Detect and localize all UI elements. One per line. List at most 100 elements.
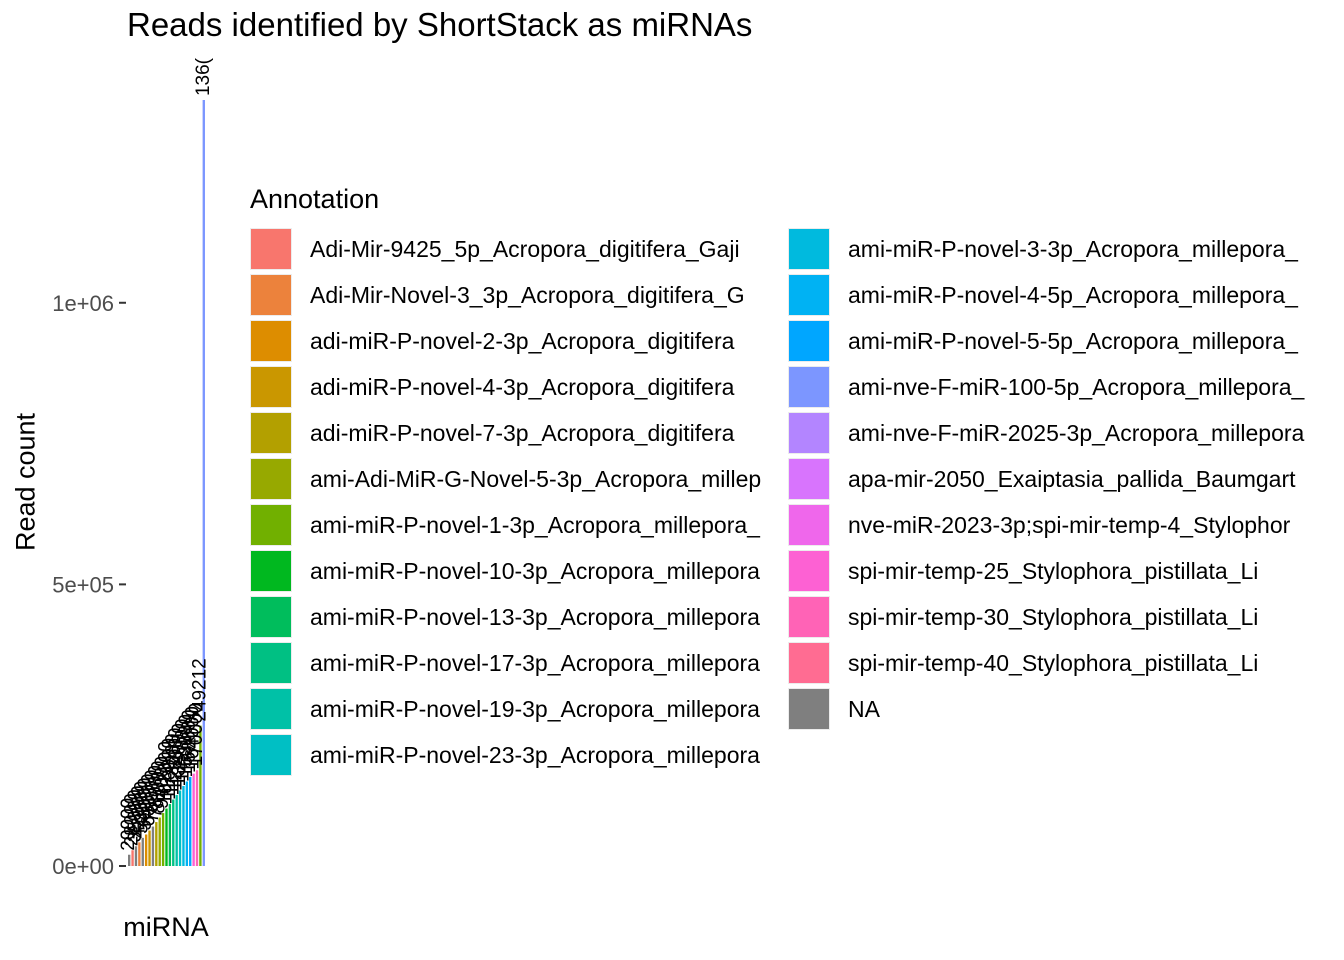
legend-label: adi-miR-P-novel-2-3p_Acropora_digitifera (310, 327, 735, 354)
bar-value-label: 170000 (186, 703, 207, 766)
legend-label: Adi-Mir-9425_5p_Acropora_digitifera_Gaji (310, 235, 740, 262)
x-axis-label: miRNA (123, 912, 209, 942)
legend-item: spi-mir-temp-25_Stylophora_pistillata_Li (788, 548, 1326, 594)
bar-value-label: 136( (193, 57, 214, 96)
legend-label: spi-mir-temp-40_Stylophora_pistillata_Li (848, 649, 1259, 676)
bar-value-label: 42000 (128, 786, 149, 839)
bar (128, 854, 131, 866)
bar (199, 725, 202, 866)
bar (182, 786, 185, 866)
bar-value-label: 150000 (176, 714, 197, 777)
legend-item: ami-miR-P-novel-10-3p_Acropora_millepora (250, 548, 788, 594)
legend-item: spi-mir-temp-30_Stylophora_pistillata_Li (788, 594, 1326, 640)
legend-label: ami-miR-P-novel-10-3p_Acropora_millepora (310, 557, 760, 584)
legend-label: Adi-Mir-Novel-3_3p_Acropora_digitifera_G (310, 281, 745, 308)
bar (158, 817, 161, 866)
legend-label: ami-nve-F-miR-2025-3p_Acropora_millepora (848, 419, 1305, 446)
legend-label: spi-mir-temp-30_Stylophora_pistillata_Li (848, 603, 1259, 630)
legend-item: ami-miR-P-novel-4-5p_Acropora_millepora_ (788, 272, 1326, 318)
bar (189, 777, 192, 866)
bar-value-label: 20000 (118, 798, 139, 851)
legend-columns: Adi-Mir-9425_5p_Acropora_digitifera_Gaji… (250, 226, 1326, 778)
bar (151, 826, 155, 866)
legend-label: ami-miR-P-novel-17-3p_Acropora_millepora (310, 649, 760, 676)
legend-title: Annotation (250, 184, 380, 214)
legend-swatch (250, 734, 292, 776)
bar-value-label: 164000 (183, 706, 204, 769)
bar-value-label: 78000 (145, 765, 166, 818)
bar-value-label: 56000 (135, 778, 156, 831)
legend-swatch (250, 688, 292, 730)
legend-swatch (250, 366, 292, 408)
legend-label: ami-miR-P-novel-3-3p_Acropora_millepora_ (848, 235, 1298, 262)
legend-item: ami-miR-P-novel-17-3p_Acropora_millepora (250, 640, 788, 686)
legend-swatch (250, 550, 292, 592)
bar (175, 795, 178, 866)
bar (202, 100, 205, 866)
bar (134, 846, 138, 866)
legend-item: ami-miR-P-novel-5-5p_Acropora_millepora_ (788, 318, 1326, 364)
y-tick-label: 0e+00 (52, 854, 114, 879)
bar (138, 842, 141, 866)
bar (144, 834, 148, 866)
bar (131, 850, 134, 866)
legend-item: ami-nve-F-miR-2025-3p_Acropora_millepora (788, 410, 1326, 456)
legend-item: ami-Adi-MiR-G-Novel-5-3p_Acropora_millep (250, 456, 788, 502)
bar-value-label: 110000 (159, 738, 180, 800)
legend-label: spi-mir-temp-25_Stylophora_pistillata_Li (848, 557, 1259, 584)
chart-title: Reads identified by ShortStack as miRNAs (127, 6, 753, 43)
bar (178, 790, 182, 866)
legend-item: spi-mir-temp-40_Stylophora_pistillata_Li (788, 640, 1326, 686)
legend-label: ami-nve-F-miR-100-5p_Acropora_millepora_ (848, 373, 1305, 400)
y-tick-label: 1e+06 (52, 291, 114, 316)
legend-label: ami-Adi-MiR-G-Novel-5-3p_Acropora_millep (310, 465, 762, 492)
legend-swatch (788, 596, 830, 638)
legend-label: ami-miR-P-novel-1-3p_Acropora_millepora_ (310, 511, 760, 538)
bar-value-label: 50000 (132, 781, 153, 834)
bar-value-label: 118000 (162, 734, 183, 796)
bar-value-label: 158000 (179, 710, 200, 773)
bar-value-label: 126000 (166, 728, 187, 791)
legend-label: ami-miR-P-novel-23-3p_Acropora_millepora (310, 741, 760, 768)
bar-value-label: 134000 (169, 723, 190, 786)
bar (148, 830, 151, 866)
legend-item: adi-miR-P-novel-4-3p_Acropora_digitifera (250, 364, 788, 410)
legend-swatch (788, 688, 830, 730)
legend-swatch (788, 458, 830, 500)
bar (155, 822, 158, 866)
bar-value-label: 28000 (122, 793, 143, 846)
legend-item: Adi-Mir-9425_5p_Acropora_digitifera_Gaji (250, 226, 788, 272)
legend-swatch (250, 596, 292, 638)
bar (192, 773, 195, 866)
legend-column-1: Adi-Mir-9425_5p_Acropora_digitifera_Gaji… (250, 226, 788, 778)
legend-item: Adi-Mir-Novel-3_3p_Acropora_digitifera_G (250, 272, 788, 318)
bar-value-labels: 2000028000350004200050000560006300070000… (118, 57, 214, 850)
bar-value-label: 86000 (149, 761, 170, 814)
legend-swatch (250, 642, 292, 684)
legend-label: adi-miR-P-novel-7-3p_Acropora_digitifera (310, 419, 735, 446)
legend-item: ami-nve-F-miR-100-5p_Acropora_millepora_ (788, 364, 1326, 410)
legend-swatch (250, 458, 292, 500)
legend-swatch (788, 228, 830, 270)
legend-swatch (250, 228, 292, 270)
legend-item: ami-miR-P-novel-1-3p_Acropora_millepora_ (250, 502, 788, 548)
legend-item: adi-miR-P-novel-7-3p_Acropora_digitifera (250, 410, 788, 456)
legend-column-2: ami-miR-P-novel-3-3p_Acropora_millepora_… (788, 226, 1326, 778)
legend-swatch (788, 412, 830, 454)
bar (172, 799, 175, 866)
legend-swatch (788, 642, 830, 684)
legend-swatch (788, 274, 830, 316)
legend: Annotation Adi-Mir-9425_5p_Acropora_digi… (250, 182, 1326, 778)
legend-label: nve-miR-2023-3p;spi-mir-temp-4_Stylophor (848, 511, 1291, 538)
legend-label: ami-miR-P-novel-5-5p_Acropora_millepora_ (848, 327, 1298, 354)
legend-swatch (250, 274, 292, 316)
bar-value-label: 249212 (189, 658, 210, 721)
legend-label: apa-mir-2050_Exaiptasia_pallida_Baumgart (848, 465, 1296, 492)
legend-item: NA (788, 686, 1326, 732)
bar (195, 770, 199, 866)
legend-swatch (788, 550, 830, 592)
legend-swatch (250, 320, 292, 362)
legend-label: NA (848, 695, 880, 722)
bar-value-label: 94000 (152, 756, 173, 809)
